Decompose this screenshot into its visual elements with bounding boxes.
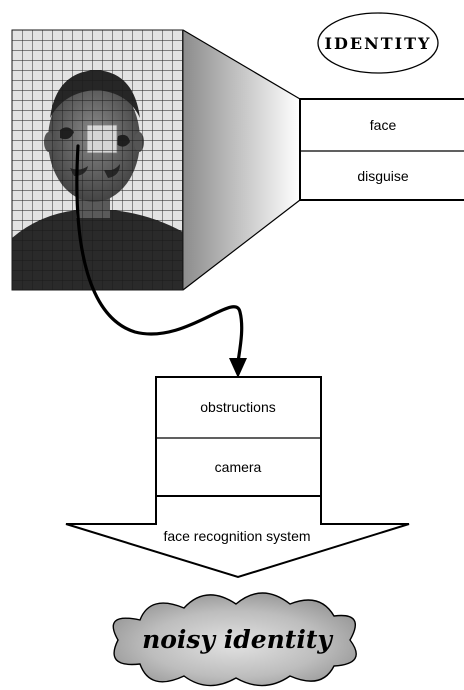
panel-row-disguise: disguise [357,168,409,184]
disguise-panel [299,98,464,201]
identity-label: IDENTITY [325,34,432,53]
zoom-wedge [183,30,300,290]
recognition-arrow [65,495,410,579]
stack-row-obstructions: obstructions [200,399,275,415]
identity-ellipse [317,12,439,74]
connector-arrowhead [229,358,247,378]
recognition-label: face recognition system [163,528,310,544]
panel-row-face: face [370,117,397,133]
noisy-identity-label: noisy identity [142,625,333,654]
connector-curve [75,144,244,364]
stack-row-camera: camera [215,459,262,475]
noisy-identity-cloud [112,592,357,687]
system-stack: obstructions camera [155,376,322,508]
face-photo [11,29,184,291]
